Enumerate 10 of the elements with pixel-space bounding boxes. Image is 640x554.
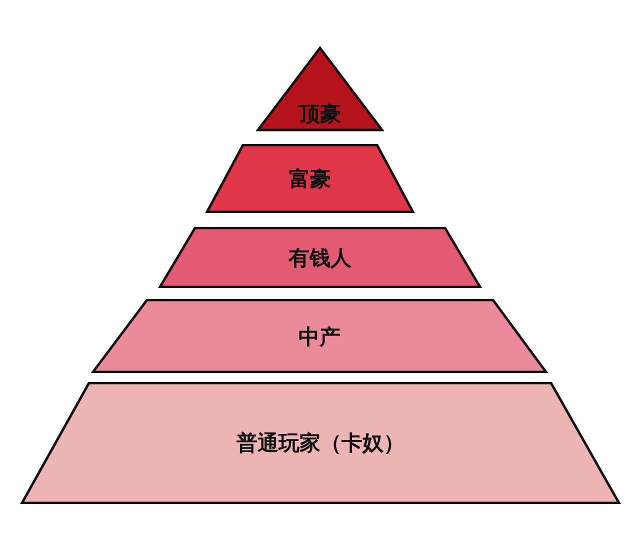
pyramid-apex [256, 46, 384, 132]
tier-label: 富豪 [289, 166, 331, 193]
tier-label: 顶豪 [299, 101, 341, 128]
pyramid-tier [91, 299, 548, 373]
pyramid-tier [20, 382, 621, 504]
pyramid-tier [158, 227, 482, 288]
pyramid-tier [205, 144, 415, 213]
tier-label: 中产 [298, 324, 340, 351]
tier-label: 普通玩家（卡奴） [236, 430, 404, 457]
tier-label: 有钱人 [288, 245, 352, 272]
